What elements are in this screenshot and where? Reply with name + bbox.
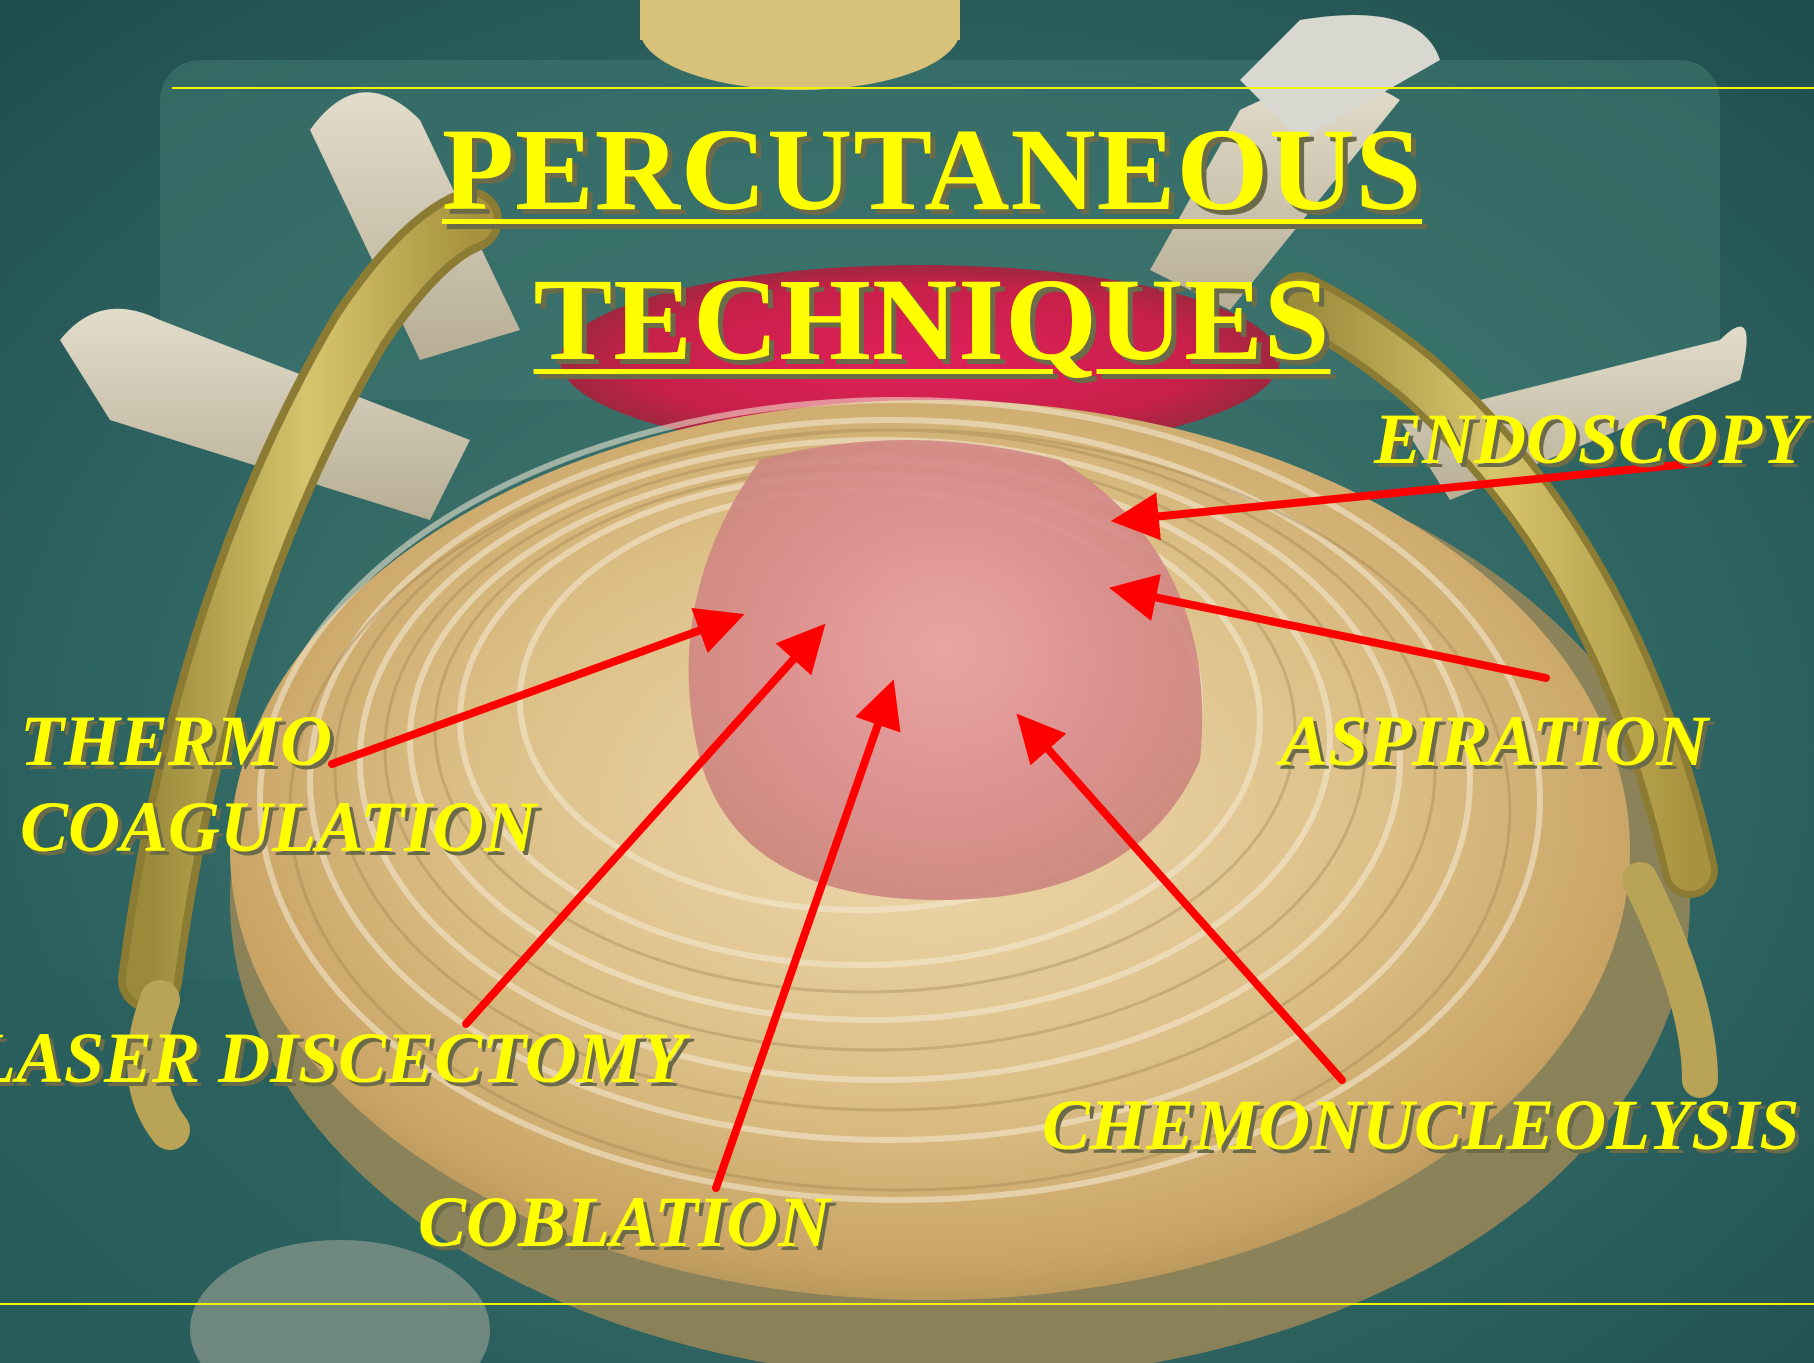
arrow-aspiration (1120, 590, 1546, 678)
label-thermo: THERMO (20, 700, 332, 782)
label-laser-discectomy: LASER DISCECTOMY (0, 1017, 685, 1099)
label-chemonucleolysis: CHEMONUCLEOLYSIS (1042, 1084, 1799, 1166)
label-coblation: COBLATION (418, 1181, 830, 1263)
label-coagulation: COAGULATION (20, 786, 536, 868)
label-endoscopy: ENDOSCOPY (1374, 398, 1806, 480)
arrow-thermocoagulation (332, 618, 734, 764)
arrow-coblation (716, 690, 890, 1188)
label-aspiration: ASPIRATION (1280, 700, 1708, 782)
